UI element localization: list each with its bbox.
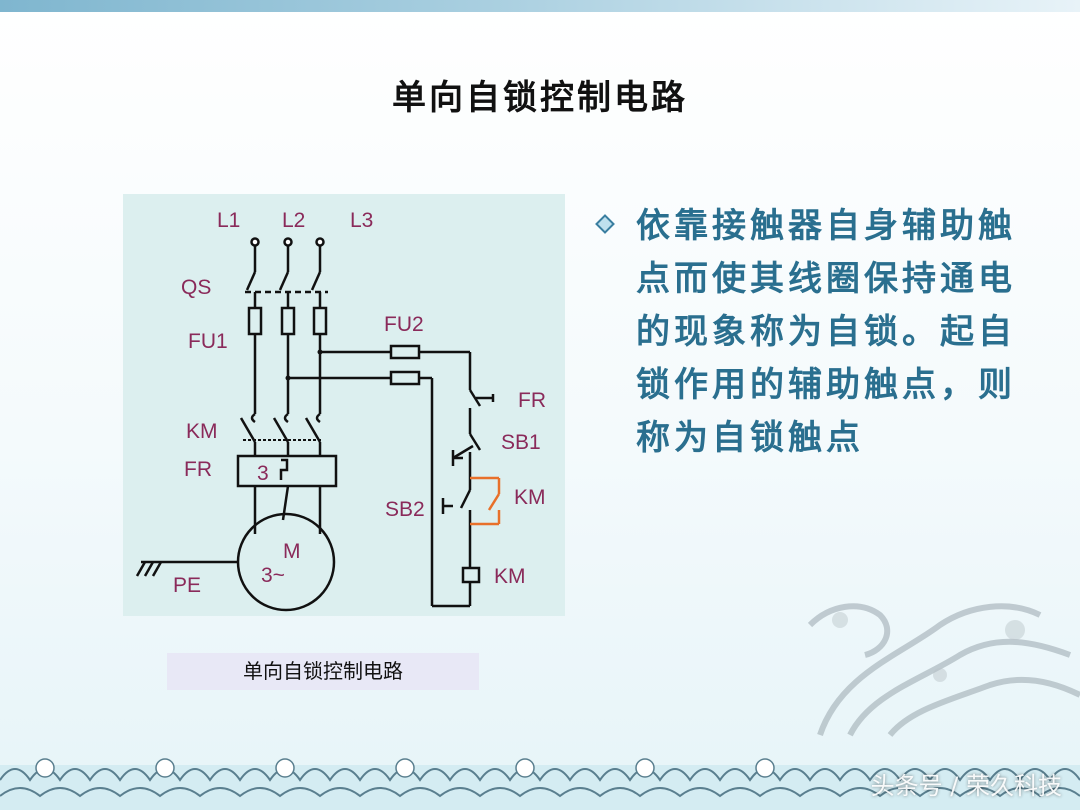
diagram-caption: 单向自锁控制电路 [167, 653, 479, 690]
label-motor-m: M [283, 540, 301, 563]
label-l1: L1 [217, 209, 240, 232]
dragon-decoration-icon [807, 603, 1080, 737]
label-pe: PE [173, 574, 201, 597]
bullet-text: 依靠接触器自身辅助触点而使其线圈保持通电的现象称为自锁。起自锁作用的辅助触点，则… [636, 206, 1016, 458]
circuit-diagram: L1 L2 L3 QS FU1 FU2 KM FR 3 M 3~ PE FR S… [135, 209, 546, 612]
slide-title: 单向自锁控制电路 [392, 78, 688, 118]
label-sb2: SB2 [385, 498, 425, 521]
circuit-diagram-panel: L1 L2 L3 QS FU1 FU2 KM FR 3 M 3~ PE FR S… [123, 194, 565, 616]
label-sb1: SB1 [501, 431, 541, 454]
label-l3: L3 [350, 209, 373, 232]
label-fr-control: FR [518, 389, 546, 412]
label-fu2: FU2 [384, 313, 424, 336]
top-accent-bar [0, 0, 1080, 12]
diamond-bullet-icon [595, 214, 615, 234]
label-km-aux: KM [514, 486, 546, 509]
watermark-text: 头条号 / 荣久科技 [870, 772, 1062, 800]
label-motor-phase: 3~ [261, 564, 285, 587]
label-fu1: FU1 [188, 330, 228, 353]
label-km-coil: KM [494, 565, 526, 588]
label-km-main: KM [186, 420, 218, 443]
km-self-lock-contact [470, 476, 501, 526]
label-l2: L2 [282, 209, 305, 232]
label-qs: QS [181, 276, 211, 299]
label-fr-heater-number: 3 [257, 462, 269, 485]
wave-pattern-decoration [0, 758, 1080, 810]
label-fr-main: FR [184, 458, 212, 481]
